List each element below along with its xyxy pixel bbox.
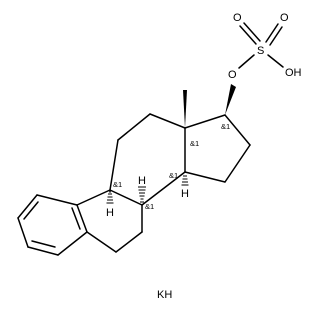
bond-c1-c2 xyxy=(17,194,38,219)
oxygen-top-right-label: O xyxy=(280,12,289,24)
bond-c9-c11 xyxy=(109,139,119,191)
bond-c3-c4-inner xyxy=(31,240,56,248)
sulfur-label: S xyxy=(257,45,264,57)
h-c14-label: H xyxy=(181,188,189,200)
stereo-label-c9: &1 xyxy=(113,180,122,189)
bond-c9-c10 xyxy=(76,189,111,206)
bond-s-oh xyxy=(267,54,284,68)
bond-c14-c8 xyxy=(141,171,186,206)
bond-c11-c12 xyxy=(117,113,151,141)
oxygen-ester-label: O xyxy=(228,69,237,81)
bond-c8-c9 xyxy=(109,189,143,206)
bond-c1-c2-inner xyxy=(23,201,39,220)
bond-c5-c6 xyxy=(86,231,117,253)
hydroxyl-label: OH xyxy=(285,67,302,79)
bond-c13-c17 xyxy=(184,114,226,129)
methyl-wedge-bond xyxy=(183,90,187,128)
bond-c16-c15 xyxy=(224,144,251,183)
stereo-label-c13: &1 xyxy=(190,139,199,148)
bond-c6-c7 xyxy=(115,231,143,253)
stereo-label-c8: &1 xyxy=(145,202,154,211)
bond-c3-c4 xyxy=(27,246,59,256)
bond-c5-c10-inner xyxy=(71,207,81,230)
bond-s-o-upper-right-2 xyxy=(269,26,283,46)
sulfate-bonds xyxy=(238,22,284,69)
h-c8-hashed-bond xyxy=(138,186,146,203)
bond-s-o-upper-right-1 xyxy=(265,23,279,43)
bond-c10-c1 xyxy=(36,194,78,206)
bond-c12-c13 xyxy=(149,113,186,129)
ring-c xyxy=(109,113,186,206)
counterion-label: KH xyxy=(157,289,172,301)
stereo-label-c17: &1 xyxy=(221,122,230,131)
oxygen-top-left-label: O xyxy=(233,12,242,24)
h-c14-hashed-bond xyxy=(181,175,189,186)
stereo-label-c14: &1 xyxy=(169,171,178,180)
ring-a-aromatic xyxy=(17,194,88,256)
bond-c4-c5 xyxy=(57,231,88,256)
bond-c17-c16 xyxy=(224,114,251,146)
bond-c5-c10 xyxy=(76,204,88,233)
h-c9-hashed-bond xyxy=(106,189,114,204)
bond-c2-c3 xyxy=(17,217,29,248)
bond-s-o-upper-left-1 xyxy=(239,25,257,45)
h-c8-label: H xyxy=(138,175,146,187)
ring-d xyxy=(184,114,251,183)
ring-b xyxy=(76,189,143,253)
bond-c15-c14 xyxy=(184,171,226,183)
h-c9-label: H xyxy=(106,207,114,219)
bond-o-s xyxy=(238,54,255,69)
oxygen-wedge-bond xyxy=(225,84,236,115)
bond-s-o-upper-left-2 xyxy=(243,22,261,42)
